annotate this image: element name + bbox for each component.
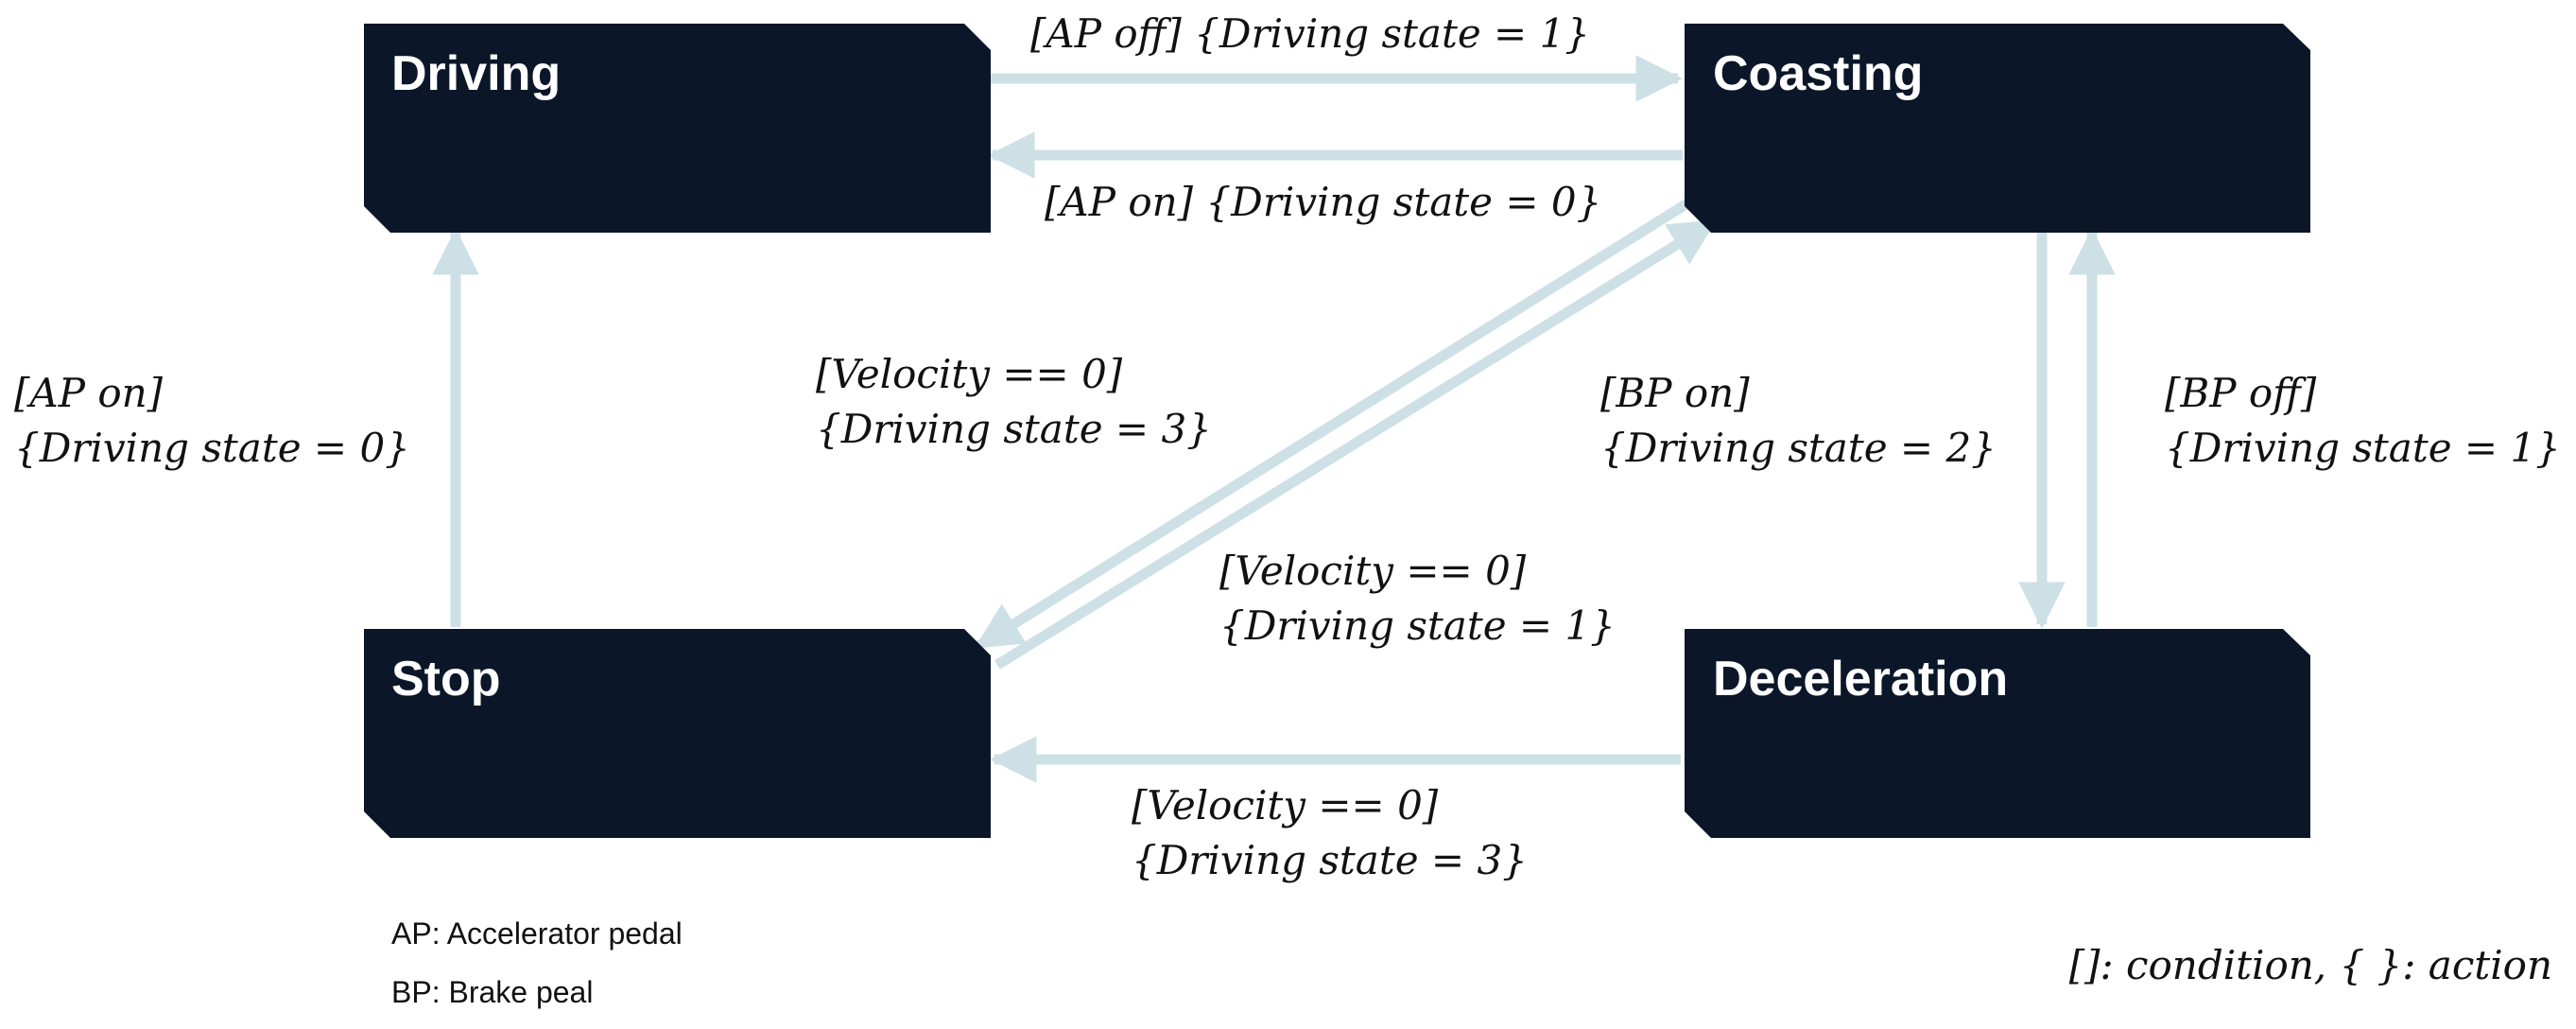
label-driving-to-coasting: [AP off] {Driving state = 1} [1030,10,1590,57]
legend-bp: BP: Brake peal [391,975,593,1009]
legend-ap: AP: Accelerator pedal [391,916,683,951]
state-coasting-box [1685,24,2310,233]
state-stop: Stop [364,629,991,838]
label-deceleration-to-coasting-action: {Driving state = 1} [2165,425,2561,471]
label-stop-to-driving-condition: [AP on] [14,370,164,416]
label-stop-to-coasting-action: {Driving state = 1} [1219,602,1616,649]
label-coasting-to-deceleration-action: {Driving state = 2} [1600,425,1997,471]
state-stop-label: Stop [391,652,501,706]
condition-text: [AP off] [1030,10,1182,57]
label-coasting-to-stop-condition: [Velocity == 0] [816,351,1123,397]
state-stop-box [364,629,991,838]
transition-arrows [432,55,2116,783]
arrow-stop-to-coasting [994,218,1718,670]
label-deceleration-to-coasting-condition: [BP off] [2165,370,2317,416]
label-deceleration-to-stop-action: {Driving state = 3} [1132,837,1528,883]
state-coasting-label: Coasting [1713,46,1923,101]
state-deceleration-label: Deceleration [1713,652,2008,706]
state-deceleration-box [1685,629,2310,838]
arrow-coasting-to-stop [974,199,1690,651]
state-coasting: Coasting [1685,24,2310,233]
label-coasting-to-driving: [AP on] {Driving state = 0} [1045,179,1601,225]
state-driving-box [364,24,991,233]
action-text: {Driving state = 1} [1194,10,1590,57]
state-deceleration: Deceleration [1685,629,2310,838]
label-coasting-to-stop-action: {Driving state = 3} [816,406,1212,452]
label-coasting-to-deceleration-condition: [BP on] [1600,370,1750,416]
label-stop-to-driving-action: {Driving state = 0} [14,425,410,471]
action-text: {Driving state = 0} [1205,179,1601,225]
condition-text: [AP on] [1045,179,1194,225]
state-driving-label: Driving [391,46,561,101]
label-stop-to-coasting-condition: [Velocity == 0] [1219,548,1527,594]
label-deceleration-to-stop-condition: [Velocity == 0] [1132,782,1439,828]
state-driving: Driving [364,24,991,233]
legend-notation: []: condition, { }: action [2069,942,2552,988]
